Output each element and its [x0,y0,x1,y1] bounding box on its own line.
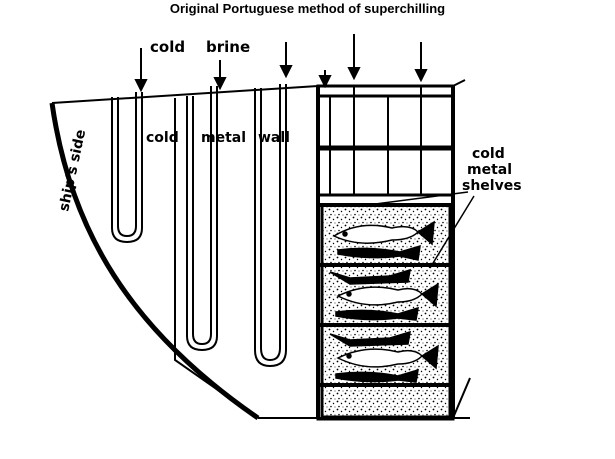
label-shelves-metal: metal [467,162,512,178]
fish-layer-3 [329,330,439,383]
brine-pipes [111,84,287,368]
shelf-leaders [359,191,475,269]
storage-box [316,79,471,421]
label-wall-cold: cold [146,130,179,146]
label-cold-brine-cold: cold [150,38,185,56]
label-shelves-shelves: shelves [462,178,522,194]
label-wall-metal: metal [201,130,246,146]
fish-layer-2 [329,268,439,321]
label-wall-wall: wall [258,130,290,146]
label-shelves-cold: cold [472,146,505,162]
fish-layer-1 [332,220,435,261]
brine-arrows [134,34,428,93]
label-cold-brine-brine: brine [206,38,250,56]
diagram-title: Original Portuguese method of superchill… [169,1,446,16]
